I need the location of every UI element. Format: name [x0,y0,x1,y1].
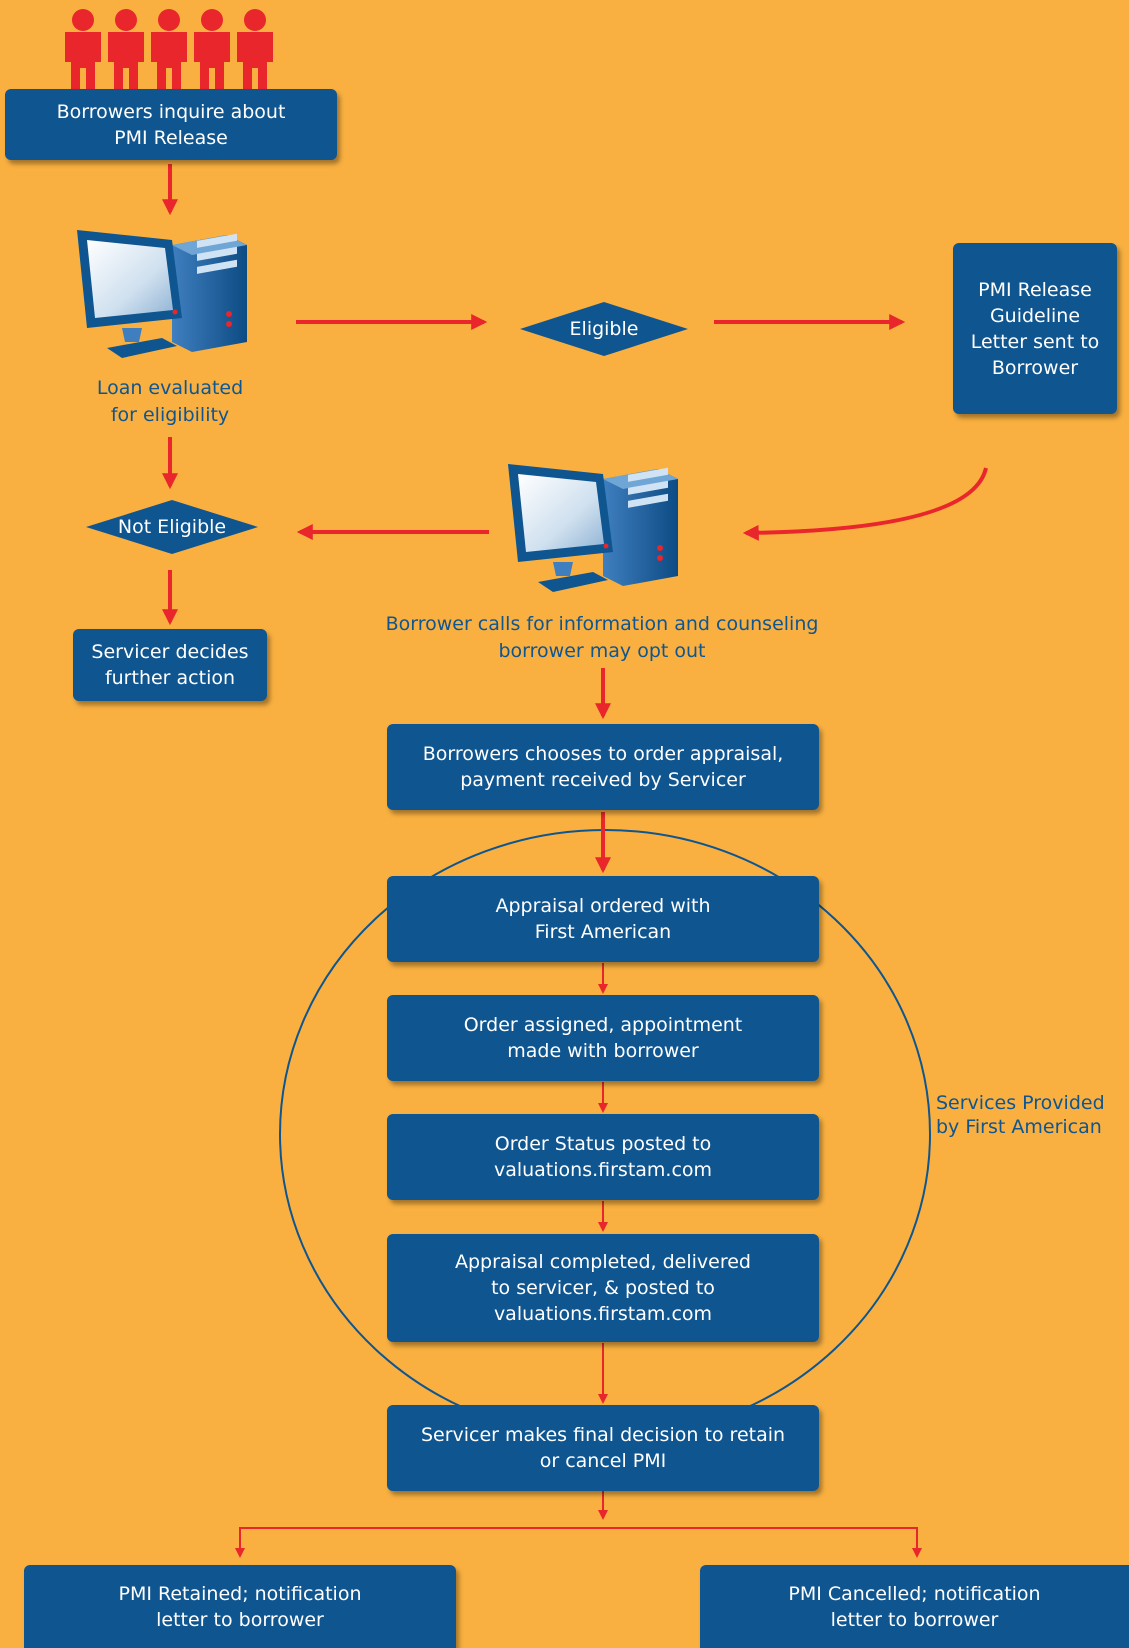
guideline-letter-box: PMI Release Guideline Letter sent to Bor… [953,243,1117,414]
eligible-label: Eligible [569,318,639,340]
computer-icon [508,464,678,592]
pmi-cancelled-box: PMI Cancelled; notification letter to bo… [700,1565,1129,1648]
appraisal-completed-box: Appraisal completed, delivered to servic… [387,1234,819,1342]
not-eligible-label: Not Eligible [117,516,227,538]
not-eligible-diamond [86,500,258,554]
eligible-diamond [520,302,688,356]
arrow-letter-to-computer [742,467,988,541]
order-appraisal-box: Borrowers chooses to order appraisal, pa… [387,724,819,810]
order-status-box: Order Status posted to valuations.firsta… [387,1114,819,1200]
borrower-calls-caption: Borrower calls for information and couns… [385,613,819,662]
people-icon [65,9,273,90]
order-assigned-box: Order assigned, appointment made with bo… [387,995,819,1081]
evaluated-caption: Loan evaluated for eligibility [96,377,244,426]
arrow-split-to-retained [235,1527,603,1558]
inquire-box: Borrowers inquire about PMI Release [5,89,337,160]
appraisal-ordered-box: Appraisal ordered with First American [387,876,819,962]
final-decision-box: Servicer makes final decision to retain … [387,1405,819,1491]
computer-icon [77,230,247,358]
servicer-decides-box: Servicer decides further action [73,629,267,701]
services-provided-label: Services Provided by First American [936,1092,1105,1138]
pmi-retained-box: PMI Retained; notification letter to bor… [24,1565,456,1648]
arrow-split-to-cancelled [603,1527,922,1558]
